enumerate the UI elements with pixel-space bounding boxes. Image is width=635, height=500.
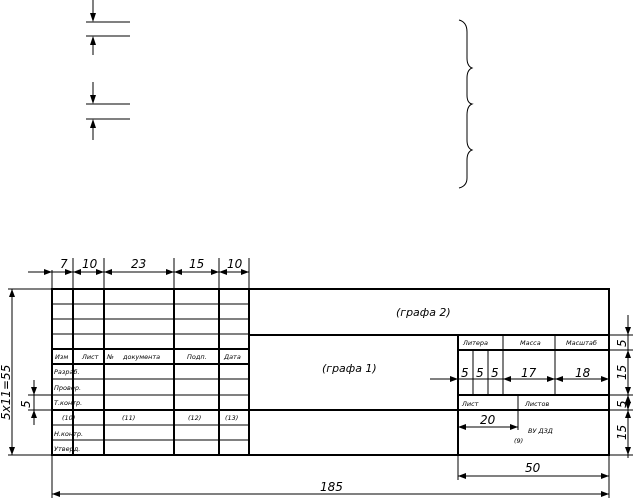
col-list: Лист — [81, 353, 99, 361]
col-num-10: (10) — [62, 414, 75, 422]
col-num-12: (12) — [188, 414, 201, 422]
col-doc: документа — [122, 353, 160, 361]
dim-bottom-block: 50 — [525, 461, 541, 475]
row-utverd: Утверд. — [54, 445, 80, 453]
dim-block-5: 18 — [575, 366, 591, 380]
left-dimensions: 5х11=55 5 — [0, 288, 52, 456]
graph-2-label: (графа 2) — [396, 306, 451, 319]
label-sheets: Листов — [524, 400, 549, 408]
row-razrab: Разраб. — [54, 368, 80, 376]
annot-vu: ВУ ДЗД — [528, 427, 553, 435]
dim-top-1: 7 — [60, 257, 68, 271]
label-lit: Литера — [462, 339, 488, 347]
row-tkontr: Т.контр. — [54, 399, 82, 407]
col-no: № — [106, 353, 114, 361]
dim-block-3: 5 — [491, 366, 499, 380]
row-prover: Провер. — [54, 384, 81, 392]
dim-right-2: 15 — [615, 365, 629, 380]
spacing-example-2 — [86, 82, 130, 140]
dim-bottom-overall: 185 — [320, 480, 343, 494]
col-num-11: (11) — [122, 414, 135, 422]
label-scale: Масштаб — [566, 339, 597, 347]
dim-right-3: 5 — [615, 400, 629, 408]
dim-sheets-width: 20 — [480, 413, 496, 427]
dim-right-4: 15 — [615, 425, 629, 440]
dim-left-total: 5х11=55 — [0, 365, 13, 420]
dim-left-single: 5 — [19, 400, 33, 408]
right-dimensions: 5 15 5 15 — [609, 315, 633, 458]
curly-brace — [458, 19, 474, 189]
col-date: Дата — [223, 353, 241, 361]
label-sheet: Лист — [461, 400, 479, 408]
dim-right-1: 5 — [615, 339, 629, 347]
dim-block-4: 17 — [521, 366, 537, 380]
col-izm: Изм — [55, 353, 68, 361]
dim-block-2: 5 — [476, 366, 484, 380]
label-mass: Масса — [520, 339, 541, 347]
spacing-example-1 — [86, 0, 130, 55]
col-num-13: (13) — [225, 414, 238, 422]
row-nkontr: Н.контр. — [54, 430, 83, 438]
dim-block-1: 5 — [461, 366, 469, 380]
title-block — [51, 288, 610, 456]
dim-top-2: 10 — [82, 257, 98, 271]
annot-9: (9) — [514, 437, 523, 445]
block-dimensions: 5 5 5 17 18 20 — [430, 366, 609, 430]
bottom-dimensions: 185 50 — [51, 455, 610, 498]
graph-1-label: (графа 1) — [322, 362, 377, 375]
dim-top-5: 10 — [227, 257, 243, 271]
col-podp: Подп. — [187, 353, 207, 361]
dim-top-3: 23 — [131, 257, 146, 271]
top-dimensions: 7 10 23 15 10 — [28, 257, 250, 289]
dim-top-4: 15 — [189, 257, 204, 271]
